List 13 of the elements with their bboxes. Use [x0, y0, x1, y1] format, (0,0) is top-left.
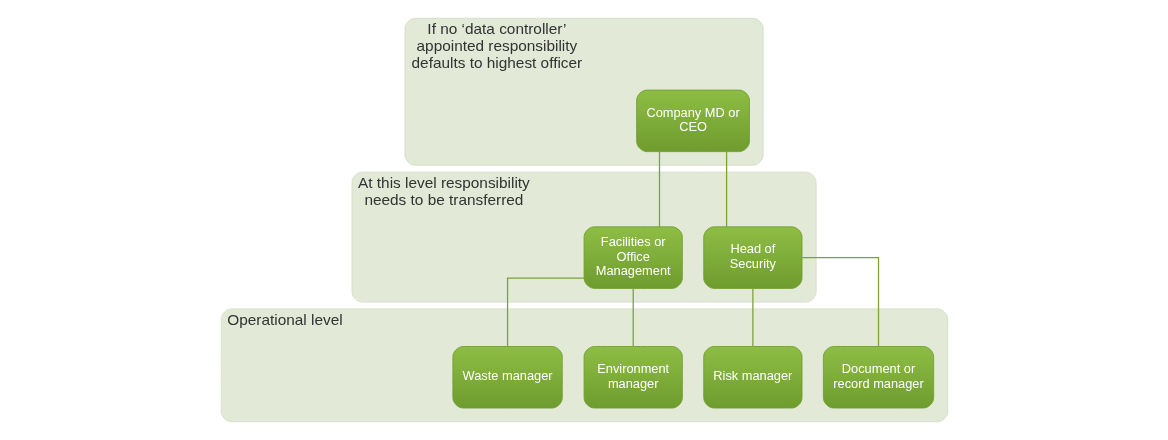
- node-box: Waste manager: [451, 346, 563, 409]
- node-box: Company MD or CEO: [635, 89, 750, 153]
- node-box: Document or record manager: [822, 346, 934, 409]
- connector: [506, 277, 585, 348]
- connector: [751, 287, 753, 347]
- connector: [658, 151, 660, 228]
- node-box: Head of Security: [702, 226, 802, 289]
- connector: [725, 151, 727, 228]
- connector: [801, 256, 879, 348]
- connector: [632, 287, 634, 347]
- node-box: Environment manager: [583, 346, 683, 409]
- node-box: Risk manager: [702, 346, 802, 409]
- node-box: Facilities or Office Management: [583, 226, 683, 289]
